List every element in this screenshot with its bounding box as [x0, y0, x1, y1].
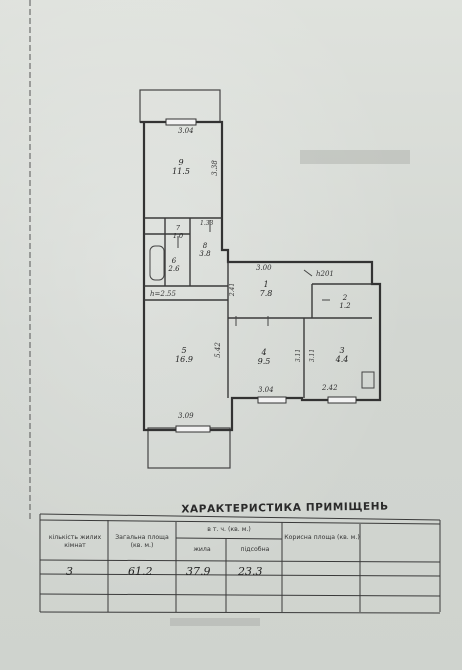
room-area: 16.9	[175, 355, 193, 364]
header-living: жила	[193, 546, 211, 553]
room-6-label: 6 2.6	[164, 257, 184, 273]
header-including: в т. ч. (кв. м.)	[207, 526, 251, 533]
room-number: 2	[342, 294, 348, 302]
room-8-label: 8 3.8	[194, 242, 216, 258]
room-area: 7.8	[259, 289, 273, 298]
dimension-label: h201	[316, 270, 334, 278]
dimension-label: 3.04	[178, 127, 194, 135]
value-auxiliary-area: 23.3	[238, 565, 263, 578]
room-number: 4	[261, 348, 267, 357]
dimension-label: 3.04	[258, 386, 274, 394]
room-number: 7	[175, 224, 181, 232]
room-number: 3	[339, 346, 345, 355]
room-area: 11.5	[172, 167, 190, 176]
dimension-label: 1.33	[200, 220, 214, 227]
room-number: 8	[202, 242, 208, 250]
room-area: 4.4	[335, 355, 349, 364]
value-total-area: 61.2	[128, 565, 153, 578]
header-total-area: Загальна площа (кв. м.)	[115, 534, 169, 549]
room-2-label: 2 1.2	[334, 294, 356, 310]
room-number: 9	[178, 158, 184, 167]
room-area: 2.6	[168, 265, 180, 273]
room-area: 1.2	[339, 302, 351, 310]
header-useful-area: Корисна площа (кв. м.)	[284, 534, 360, 541]
room-area: 3.8	[199, 250, 211, 258]
dimension-label: 2.42	[322, 384, 338, 392]
room-area: 9.5	[257, 357, 271, 366]
header-rooms-count: кількість жилих кімнат	[48, 534, 102, 549]
room-number: 1	[263, 280, 269, 289]
room-area: 1.0	[172, 232, 184, 240]
room-1-label: 1 7.8	[254, 280, 278, 298]
room-7-label: 7 1.0	[168, 224, 188, 240]
value-living-area: 37.9	[186, 565, 211, 578]
room-9-label: 9 11.5	[166, 158, 196, 176]
room-number: 6	[171, 257, 177, 265]
room-5-label: 5 16.9	[170, 346, 198, 364]
room-3-label: 3 4.4	[330, 346, 354, 364]
dimension-label: h=2.55	[150, 290, 176, 298]
header-auxiliary: підсобна	[240, 546, 270, 553]
value-rooms-count: 3	[66, 565, 73, 578]
room-4-label: 4 9.5	[252, 348, 276, 366]
room-number: 5	[181, 346, 187, 355]
dimension-label: 3.00	[256, 264, 272, 272]
dimension-label: 3.09	[178, 412, 194, 420]
